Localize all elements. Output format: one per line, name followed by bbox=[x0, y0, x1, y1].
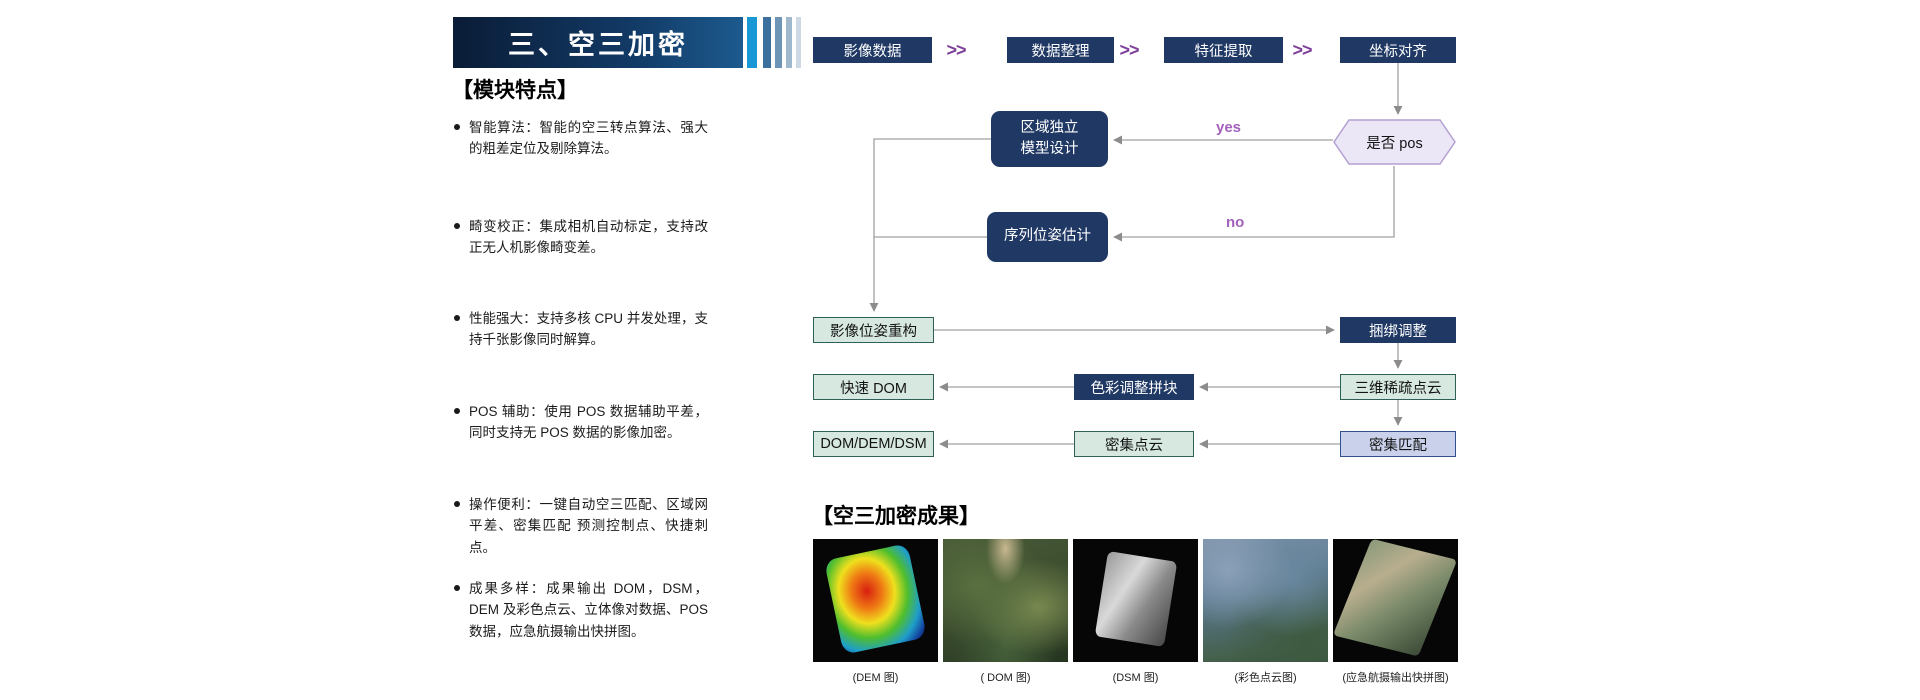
result-cell-dom: ( DOM 图) bbox=[943, 539, 1068, 685]
flow-node-color-adjust-mosaic: 色彩调整拼块 bbox=[1074, 374, 1194, 400]
quick-mosaic-image bbox=[1333, 539, 1458, 662]
bullet-dot bbox=[454, 315, 460, 321]
feature-text: 性能强大：支持多核 CPU 并发处理，支持千张影像同时解算。 bbox=[469, 311, 708, 348]
step-arrow-icon: >> bbox=[1119, 39, 1139, 60]
dsm-gray-blob bbox=[1094, 551, 1177, 648]
features-heading: 【模块特点】 bbox=[452, 79, 578, 102]
bullet-dot bbox=[454, 585, 460, 591]
flow-node-dom-dem-dsm: DOM/DEM/DSM bbox=[813, 431, 934, 457]
dom-image bbox=[943, 539, 1068, 662]
flow-node-fast-dom: 快速 DOM bbox=[813, 374, 934, 400]
point-cloud-fill bbox=[1203, 539, 1328, 662]
bullet-dot bbox=[454, 501, 460, 507]
flow-node-sequence-pose: 序列位姿估计 bbox=[987, 212, 1108, 262]
hexagon-shape bbox=[1333, 119, 1456, 165]
result-cell-dsm: (DSM 图) bbox=[1073, 539, 1198, 685]
result-cell-quick-mosaic: (应急航摄输出快拼图) bbox=[1333, 539, 1458, 685]
flow-step-image-data: 影像数据 bbox=[813, 37, 932, 63]
flow-step-data-organize: 数据整理 bbox=[1007, 37, 1114, 63]
node-text: 序列位姿估计 bbox=[1004, 228, 1091, 245]
decision-label: 是否 pos bbox=[1366, 135, 1423, 152]
branch-label-yes: yes bbox=[1216, 119, 1242, 136]
flow-node-region-model: 区域独立 模型设计 bbox=[991, 111, 1108, 167]
feature-item: 操作便利：一键自动空三匹配、区域网平差、密集匹配 预测控制点、快捷刺点。 bbox=[454, 494, 708, 558]
section-banner: 三、空三加密 bbox=[453, 17, 743, 68]
bullet-dot bbox=[454, 124, 460, 130]
results-heading: 【空三加密成果】 bbox=[812, 505, 980, 528]
step-arrow-icon: >> bbox=[1292, 39, 1312, 60]
bullet-dot bbox=[454, 408, 460, 414]
dem-image bbox=[813, 539, 938, 662]
flow-node-bundle-adjustment: 捆绑调整 bbox=[1340, 317, 1456, 343]
node-text-line2: 模型设计 bbox=[1020, 141, 1079, 157]
banner-stripe bbox=[775, 17, 782, 68]
flow-step-feature-extract: 特征提取 bbox=[1164, 37, 1283, 63]
feature-text: POS 辅助：使用 POS 数据辅助平差，同时支持无 POS 数据的影像加密。 bbox=[469, 404, 708, 441]
feature-item: 畸变校正：集成相机自动标定，支持改正无人机影像畸变差。 bbox=[454, 216, 708, 259]
image-caption: (DEM 图) bbox=[852, 672, 899, 684]
flow-step-coord-align: 坐标对齐 bbox=[1340, 37, 1456, 63]
flow-node-dense-point-cloud: 密集点云 bbox=[1074, 431, 1194, 457]
banner-stripe bbox=[796, 17, 801, 68]
image-caption: (DSM 图) bbox=[1112, 672, 1159, 684]
feature-item: POS 辅助：使用 POS 数据辅助平差，同时支持无 POS 数据的影像加密。 bbox=[454, 401, 708, 444]
flow-node-image-pose-rebuild: 影像位姿重构 bbox=[813, 317, 934, 343]
flow-decision-pos: 是否 pos bbox=[1333, 119, 1456, 165]
feature-item: 智能算法：智能的空三转点算法、强大的粗差定位及剔除算法。 bbox=[454, 117, 708, 160]
image-caption: (应急航摄输出快拼图) bbox=[1342, 672, 1449, 684]
image-caption: ( DOM 图) bbox=[980, 672, 1031, 684]
flow-node-sparse-point-cloud: 三维稀疏点云 bbox=[1340, 374, 1456, 400]
result-cell-point-cloud: (彩色点云图) bbox=[1203, 539, 1328, 685]
feature-text: 畸变校正：集成相机自动标定，支持改正无人机影像畸变差。 bbox=[469, 219, 708, 256]
section-title: 三、空三加密 bbox=[508, 30, 688, 60]
flow-node-dense-matching: 密集匹配 bbox=[1340, 431, 1456, 457]
banner-stripe bbox=[786, 17, 792, 68]
dom-terrain-fill bbox=[943, 539, 1068, 662]
feature-text: 操作便利：一键自动空三匹配、区域网平差、密集匹配 预测控制点、快捷刺点。 bbox=[469, 497, 708, 555]
bullet-dot bbox=[454, 223, 460, 229]
feature-item: 性能强大：支持多核 CPU 并发处理，支持千张影像同时解算。 bbox=[454, 308, 708, 351]
quick-mosaic-blob bbox=[1333, 539, 1457, 657]
banner-stripe-accent bbox=[747, 17, 757, 68]
dsm-image bbox=[1073, 539, 1198, 662]
feature-text: 成果多样：成果输出 DOM，DSM，DEM 及彩色点云、立体像对数据、POS 数… bbox=[469, 581, 708, 639]
results-image-row: (DEM 图) ( DOM 图) (DSM 图) (彩色点云图) (应急航摄输出… bbox=[813, 539, 1458, 685]
color-point-cloud-image bbox=[1203, 539, 1328, 662]
result-cell-dem: (DEM 图) bbox=[813, 539, 938, 685]
step-arrow-icon: >> bbox=[946, 39, 966, 60]
branch-label-no: no bbox=[1226, 214, 1245, 231]
node-text-line1: 区域独立 bbox=[1020, 119, 1079, 136]
image-caption: (彩色点云图) bbox=[1234, 672, 1297, 684]
banner-stripe bbox=[763, 17, 771, 68]
feature-text: 智能算法：智能的空三转点算法、强大的粗差定位及剔除算法。 bbox=[469, 120, 708, 157]
feature-item: 成果多样：成果输出 DOM，DSM，DEM 及彩色点云、立体像对数据、POS 数… bbox=[454, 578, 708, 642]
dem-color-blob bbox=[823, 543, 928, 656]
